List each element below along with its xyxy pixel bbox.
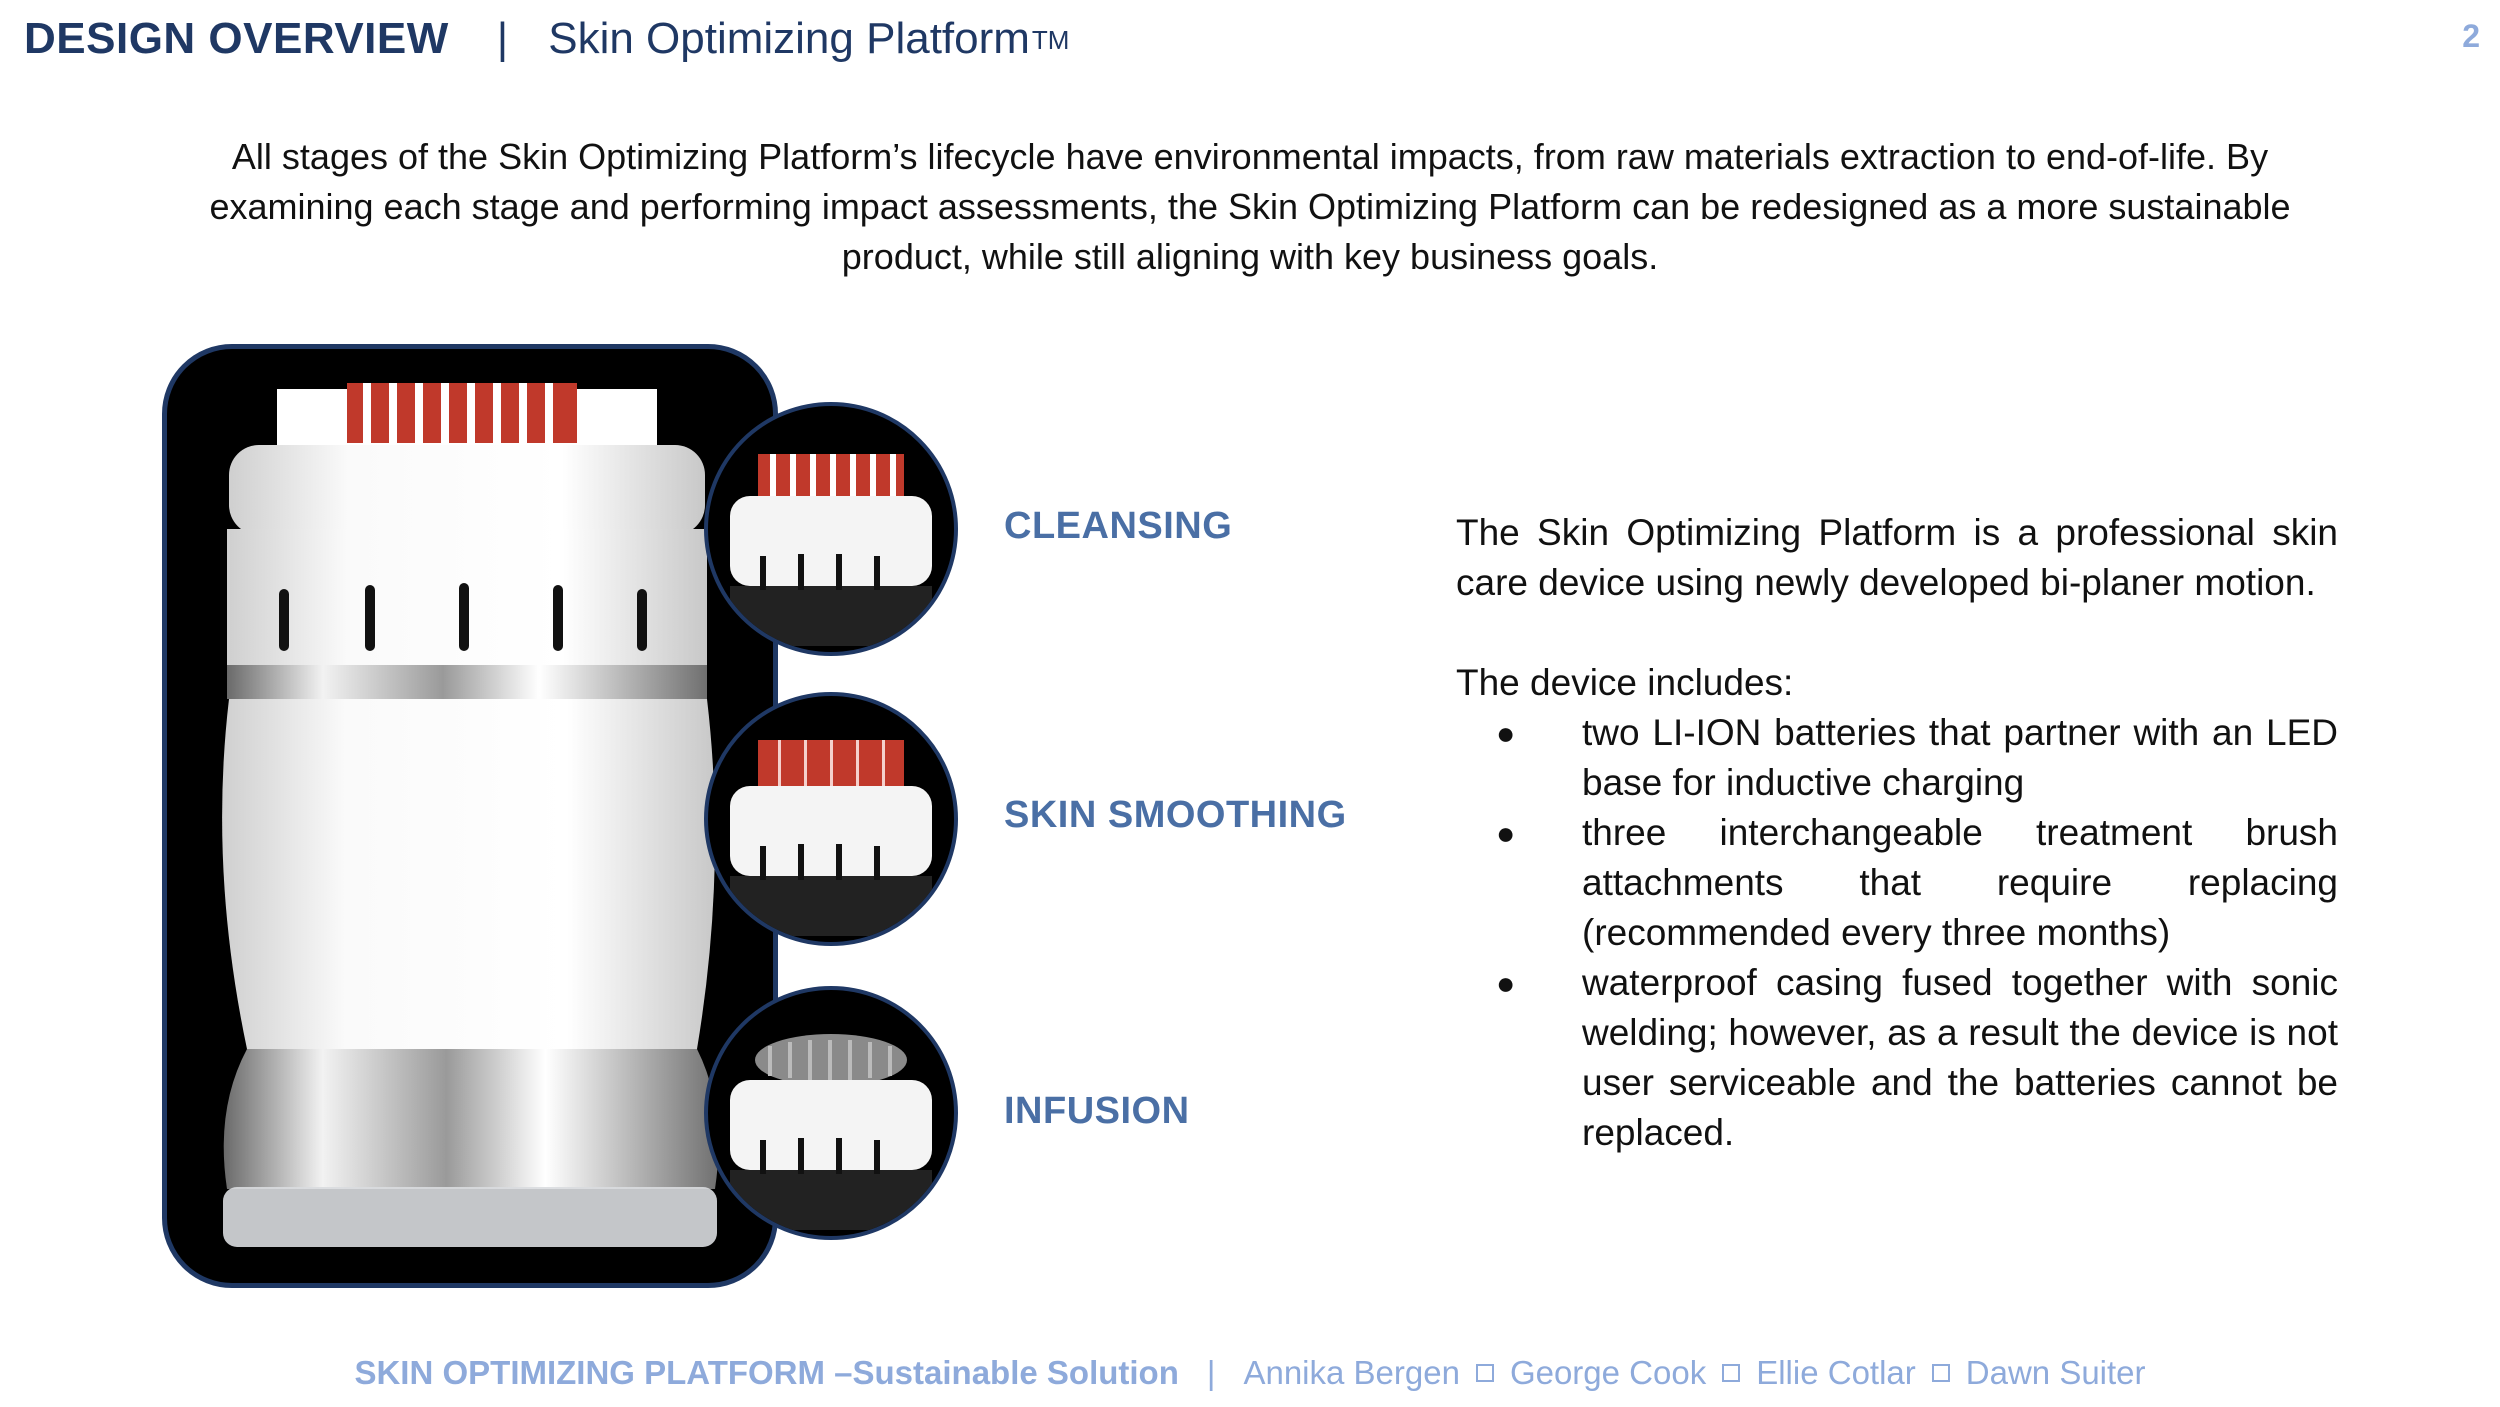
- list-item: ●waterproof casing fused together with s…: [1456, 958, 2338, 1158]
- box-icon: [1475, 1364, 1494, 1383]
- footer-separator: |: [1206, 1354, 1216, 1391]
- footer-author: Ellie Cotlar: [1756, 1354, 1916, 1391]
- list-item: ●two LI-ION batteries that partner with …: [1456, 708, 2338, 808]
- infusion-head-image: [704, 986, 958, 1240]
- mode-label-infusion: INFUSION: [1004, 1090, 1190, 1132]
- footer-brand: SKIN OPTIMIZING PLATFORM –Sustainable So…: [354, 1354, 1179, 1391]
- box-icon: [1931, 1364, 1950, 1383]
- slide-footer: SKIN OPTIMIZING PLATFORM –Sustainable So…: [0, 1354, 2500, 1392]
- footer-author: Dawn Suiter: [1965, 1354, 2146, 1391]
- box-icon: [1722, 1364, 1741, 1383]
- page-number: 2: [2462, 18, 2480, 54]
- slide-header: DESIGN OVERVIEW | Skin Optimizing Platfo…: [24, 14, 1069, 74]
- intro-paragraph: All stages of the Skin Optimizing Platfo…: [209, 136, 2291, 277]
- slide-title: Skin Optimizing Platform: [548, 14, 1030, 63]
- section-title: DESIGN OVERVIEW: [24, 14, 449, 63]
- cleansing-head-image: [704, 402, 958, 656]
- list-item: ●three interchangeable treatment brush a…: [1456, 808, 2338, 958]
- footer-author: Annika Bergen: [1243, 1354, 1460, 1391]
- bullet-icon: ●: [1496, 965, 1516, 1001]
- trademark-mark: TM: [1031, 25, 1070, 55]
- bullet-icon: ●: [1496, 815, 1516, 851]
- skin-smoothing-head-image: [704, 692, 958, 946]
- description-paragraph: The Skin Optimizing Platform is a profes…: [1456, 512, 2338, 603]
- footer-author: George Cook: [1509, 1354, 1707, 1391]
- feature-list: ●two LI-ION batteries that partner with …: [1456, 708, 2338, 1158]
- device-image: [162, 344, 778, 1288]
- bullet-icon: ●: [1496, 715, 1516, 751]
- includes-label: The device includes:: [1456, 662, 1794, 703]
- mode-label-cleansing: CLEANSING: [1004, 505, 1233, 547]
- device-description: The Skin Optimizing Platform is a profes…: [1456, 508, 2338, 1158]
- header-separator: |: [496, 14, 509, 63]
- red-bristles: [277, 383, 657, 449]
- device-illustration: [222, 383, 719, 1247]
- mode-label-skin-smoothing: SKIN SMOOTHING: [1004, 794, 1347, 836]
